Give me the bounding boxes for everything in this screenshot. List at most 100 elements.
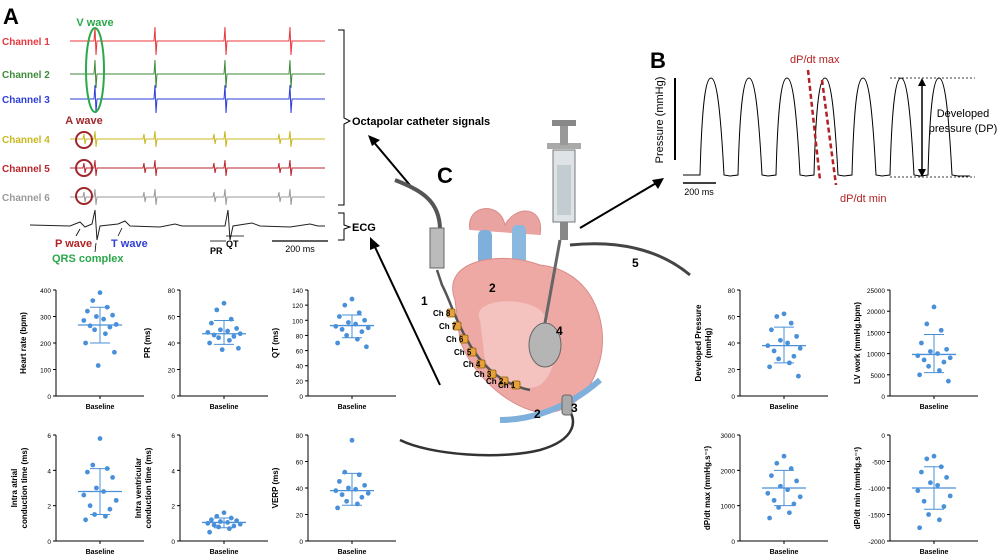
- data-point: [87, 323, 93, 329]
- qt-label: QT: [226, 239, 239, 249]
- data-point: [333, 488, 339, 494]
- ecg-arrowhead: [370, 237, 380, 250]
- data-point: [227, 337, 232, 343]
- v-wave-label: V wave: [76, 17, 113, 29]
- data-point: [90, 298, 96, 303]
- data-point: [924, 321, 930, 327]
- data-point: [776, 356, 781, 362]
- channel-trace-1: [70, 26, 325, 56]
- pressure-arrow: [579, 181, 659, 229]
- data-point: [917, 372, 922, 378]
- y-tick-label: 0: [881, 394, 885, 401]
- data-point: [794, 478, 799, 484]
- data-point: [104, 304, 110, 310]
- channel-trace-4: [70, 130, 325, 148]
- data-point: [924, 456, 930, 462]
- y-tick-label: 15000: [867, 330, 885, 337]
- data-point: [938, 327, 944, 333]
- y-tick-label: 0: [731, 394, 735, 401]
- data-point: [113, 497, 119, 503]
- catheter-arrow: [371, 139, 415, 191]
- a-wave-marker-6: [75, 187, 93, 205]
- data-point: [81, 492, 87, 498]
- panel-b-scale-label: 200 ms: [684, 187, 714, 197]
- y-tick-label: 400: [40, 288, 51, 295]
- data-point: [356, 310, 362, 316]
- data-point: [83, 517, 88, 523]
- data-point: [787, 360, 792, 366]
- y-tick-label: -1500: [868, 513, 885, 520]
- channel-label-1: Channel 1: [2, 37, 50, 48]
- data-point: [227, 526, 232, 532]
- y-tick-label: 40: [168, 341, 176, 348]
- y-tick-label: 4: [47, 468, 51, 475]
- data-point: [219, 347, 225, 353]
- panel-c-letter: C: [437, 163, 453, 188]
- data-point: [791, 353, 797, 359]
- y-label: VERP (ms): [271, 467, 280, 508]
- electrode-ch3: [487, 369, 497, 379]
- pressure-trace: [683, 77, 970, 177]
- data-point: [765, 490, 771, 496]
- electrode-label-ch7: Ch 7: [439, 322, 457, 331]
- x-label: Baseline: [210, 549, 239, 556]
- y-tick-label: 80: [296, 433, 304, 440]
- y-tick-label: 0: [299, 394, 303, 401]
- data-point: [794, 333, 799, 339]
- y-tick-label: 20: [168, 368, 176, 375]
- panel-b-letter: B: [650, 48, 666, 73]
- data-point: [362, 482, 367, 488]
- data-point: [87, 503, 93, 509]
- channel-label-4: Channel 4: [2, 135, 50, 146]
- data-point: [225, 328, 231, 334]
- electrode-label-ch1: Ch 1: [498, 381, 516, 390]
- data-point: [365, 490, 371, 496]
- p-wave-pointer: [75, 228, 81, 237]
- y-tick-label: -500: [872, 460, 885, 467]
- data-point: [917, 525, 922, 531]
- data-point: [362, 317, 367, 323]
- y-tick-label: -1000: [868, 486, 885, 493]
- data-point: [211, 522, 217, 528]
- channel-trace-3: [70, 84, 325, 114]
- dp-arrowhead-top: [918, 78, 926, 86]
- channel-trace-5: [70, 159, 325, 177]
- electrode-label-ch3: Ch 3: [474, 370, 492, 379]
- y-tick-label: 20: [296, 379, 304, 386]
- ecg-brace: [338, 212, 352, 241]
- electrode-ch6: [459, 334, 469, 344]
- data-point: [83, 340, 88, 346]
- y-tick-label: 6: [47, 433, 51, 440]
- data-point: [919, 340, 924, 346]
- data-point: [110, 475, 115, 480]
- ecg-lead: [399, 404, 575, 457]
- data-point: [216, 335, 222, 341]
- data-point: [97, 290, 103, 296]
- data-point: [353, 486, 358, 492]
- data-point: [769, 473, 774, 479]
- y-tick-label: 60: [296, 349, 304, 356]
- y-tick-label: 2000: [721, 468, 736, 475]
- data-point: [781, 311, 787, 317]
- label-2-bottom: 2: [534, 407, 541, 421]
- data-point: [787, 510, 792, 516]
- electrode-label-ch5: Ch 5: [454, 348, 472, 357]
- y-tick-label: 140: [292, 288, 303, 295]
- electrode-ch7: [452, 321, 462, 331]
- data-point: [928, 349, 933, 354]
- dpdt-min-line: [820, 79, 838, 186]
- syringe-plunger: [560, 125, 568, 145]
- syringe-plunger-head: [552, 120, 576, 126]
- data-point: [346, 320, 351, 325]
- electrode-label-ch2: Ch 2: [486, 377, 504, 386]
- data-point: [214, 513, 220, 519]
- y-tick-label: 20000: [867, 309, 885, 316]
- y-tick-label: 10000: [867, 352, 885, 359]
- data-point: [921, 498, 927, 504]
